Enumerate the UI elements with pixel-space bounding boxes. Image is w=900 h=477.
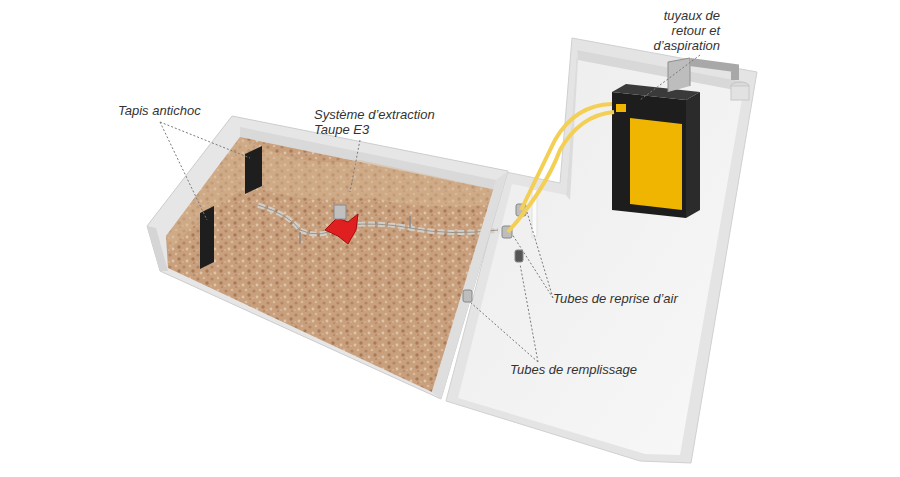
boiler-room [446, 38, 757, 463]
wall-tube [463, 204, 526, 302]
anti-shock-mat [200, 206, 214, 269]
leader-line [160, 55, 700, 362]
anti-shock-mat [245, 146, 262, 194]
pellet-boiler [612, 58, 735, 218]
callout-label: Tubes de reprise d’air [553, 291, 678, 306]
callout-label: Tubes de remplissage [510, 362, 637, 377]
callout-label: Système d’extraction Taupe E3 [314, 107, 449, 137]
callout-label: Tapis antichoc [118, 103, 201, 118]
pellet-store [147, 116, 508, 399]
extraction-mole [325, 205, 358, 244]
callout-label: tuyaux de retour et d’aspiration [638, 8, 720, 53]
